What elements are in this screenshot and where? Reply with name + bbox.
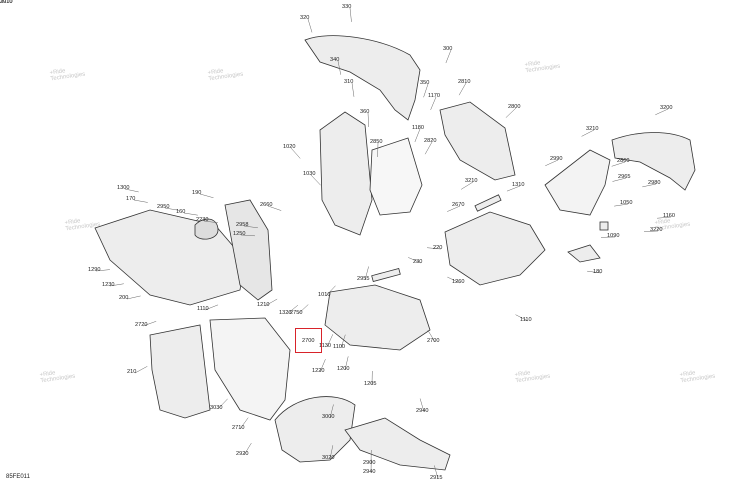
callout-1170: 1170 xyxy=(428,94,440,100)
callout-3030: 3030 xyxy=(210,406,222,412)
part-1100-shape xyxy=(150,325,210,418)
callout-340: 340 xyxy=(330,58,339,64)
callout-1180: 1180 xyxy=(412,126,424,132)
callout-2800: 2800 xyxy=(508,105,520,111)
callout-300: 300 xyxy=(443,47,452,53)
callout-2990: 2990 xyxy=(550,157,562,163)
callout-1020: 1020 xyxy=(283,145,295,151)
callout-3210: 3210 xyxy=(586,127,598,133)
callout-2955: 2955 xyxy=(357,277,369,283)
callout-2700: 2700 xyxy=(427,339,439,345)
part-1020-shape xyxy=(320,112,372,235)
callout-1220: 1220 xyxy=(312,369,324,375)
callout-3000: 3000 xyxy=(322,415,334,421)
callout-1290: 1290 xyxy=(88,268,100,274)
callout-2810: 2810 xyxy=(458,80,470,86)
callout-2900: 2900 xyxy=(363,461,375,467)
callout-1090: 1090 xyxy=(607,234,619,240)
callout-230: 230 xyxy=(413,260,422,266)
highlighted-part-box[interactable]: 2700 xyxy=(295,328,322,353)
callout-2920: 2920 xyxy=(236,452,248,458)
callout-3010: 3010 xyxy=(0,0,12,6)
leader-line xyxy=(184,213,198,215)
callout-2940: 2940 xyxy=(416,409,428,415)
callout-1310: 1310 xyxy=(512,183,524,189)
callout-220: 220 xyxy=(433,246,442,252)
part-3000-shape xyxy=(345,418,450,470)
callout-1300: 1300 xyxy=(117,186,129,192)
callout-1100: 1100 xyxy=(333,345,345,351)
callout-190: 190 xyxy=(192,191,201,197)
leader-line xyxy=(135,366,147,373)
callout-1230: 1230 xyxy=(102,283,114,289)
part-1250-shape xyxy=(445,212,545,285)
part-2958-shape xyxy=(600,222,608,230)
diagram-code: 85FE011 xyxy=(6,474,30,480)
callout-3200: 3200 xyxy=(660,106,672,112)
callout-1260: 1260 xyxy=(452,280,464,286)
callout-2720: 2720 xyxy=(135,323,147,329)
callout-330: 330 xyxy=(342,5,351,11)
part-2900-shape xyxy=(275,397,355,462)
part-160-shape xyxy=(95,210,245,305)
callout-3210: 3210 xyxy=(465,179,477,185)
callout-1160: 1160 xyxy=(663,214,675,220)
callout-360: 360 xyxy=(360,110,369,116)
leader-line xyxy=(127,296,141,299)
callout-2958: 2958 xyxy=(236,223,248,229)
part-1290-shape xyxy=(372,268,401,281)
callout-2660: 2660 xyxy=(260,203,272,209)
leader-line xyxy=(134,200,148,202)
callout-310: 310 xyxy=(344,80,353,86)
part-300-shape xyxy=(305,36,420,120)
callout-2860: 2860 xyxy=(617,159,629,165)
callout-320: 320 xyxy=(300,16,309,22)
leader-line xyxy=(200,194,213,198)
callout-160: 160 xyxy=(176,210,185,216)
callout-1320: 1320 xyxy=(279,311,291,317)
callout-1110: 1110 xyxy=(520,318,532,324)
callout-2230: 2230 xyxy=(196,218,208,224)
callout-350: 350 xyxy=(420,81,429,87)
callout-200: 200 xyxy=(119,296,128,302)
part-1200-shape xyxy=(325,285,430,350)
callout-2980: 2980 xyxy=(648,181,660,187)
callout-1210: 1210 xyxy=(257,303,269,309)
part-2955-shape xyxy=(568,245,600,262)
callout-2915: 2915 xyxy=(430,476,442,482)
callout-1200: 1200 xyxy=(337,367,349,373)
callout-2965: 2965 xyxy=(618,175,630,181)
callout-2710: 2710 xyxy=(232,426,244,432)
callout-2950: 2950 xyxy=(157,205,169,211)
callout-2750: 2750 xyxy=(290,311,302,317)
highlighted-part-label: 2700 xyxy=(302,338,314,344)
callout-210: 210 xyxy=(127,370,136,376)
callout-2850: 2850 xyxy=(370,140,382,146)
callout-3020: 3020 xyxy=(322,456,334,462)
callout-2940: 2940 xyxy=(363,470,375,476)
callout-1110: 1110 xyxy=(197,307,209,313)
callout-2670: 2670 xyxy=(452,203,464,209)
callout-1010: 1010 xyxy=(318,293,330,299)
callout-2820: 2820 xyxy=(424,139,436,145)
callout-3220: 3220 xyxy=(650,228,662,234)
callout-180: 180 xyxy=(593,270,602,276)
callout-1050: 1050 xyxy=(620,201,632,207)
callout-170: 170 xyxy=(126,197,135,203)
part-1310-shape xyxy=(475,195,501,211)
callout-1250: 1250 xyxy=(233,232,245,238)
callout-1205: 1205 xyxy=(364,382,376,388)
part-2800-shape xyxy=(440,102,515,180)
callout-1030: 1030 xyxy=(303,172,315,178)
